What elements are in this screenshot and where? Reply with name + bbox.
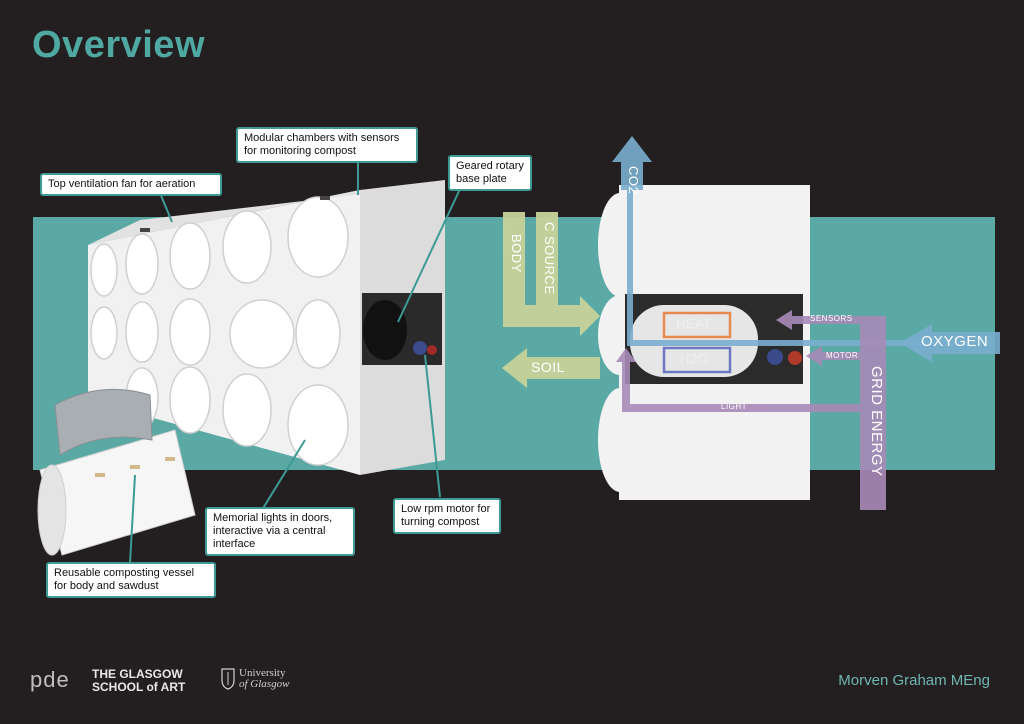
oxygen-arrow	[900, 324, 1000, 362]
uog-line1: University	[239, 667, 286, 679]
soil-label: SOIL	[531, 359, 565, 375]
gsa-line2: SCHOOL of ART	[92, 680, 186, 694]
callout-memorial-lights: Memorial lights in doors, interactive vi…	[205, 507, 355, 556]
light-label: LIGHT	[721, 402, 748, 411]
sensors-label: SENSORS	[810, 314, 853, 323]
gsa-logo: THE GLASGOW SCHOOL of ART	[92, 668, 185, 694]
soil-arrow	[502, 348, 600, 388]
gsa-line1: THE GLASGOW	[92, 667, 183, 681]
callout-low-rpm-motor: Low rpm motor for turning compost	[393, 498, 501, 534]
composting-vessel-illustration	[37, 388, 196, 556]
h2o-label: H2O	[680, 351, 709, 366]
body-label: BODY	[509, 234, 524, 273]
oxygen-label: OXYGEN	[921, 333, 989, 350]
author-name: Morven Graham MEng	[838, 672, 990, 689]
uog-crest-icon	[221, 668, 235, 690]
co2-label: CO2	[626, 166, 641, 195]
uog-line2: of Glasgow	[239, 678, 290, 690]
uog-logo: University of Glasgow	[221, 668, 289, 690]
callout-modular-chambers: Modular chambers with sensors for monito…	[236, 127, 418, 163]
callout-composting-vessel: Reusable composting vessel for body and …	[46, 562, 216, 598]
co2-arrow	[612, 136, 967, 346]
modular-unit-illustration	[88, 180, 445, 475]
motor-label: MOTOR	[826, 351, 859, 360]
pde-logo: pde	[30, 667, 70, 692]
callout-top-fan: Top ventilation fan for aeration	[40, 173, 222, 196]
callout-leaders	[129, 160, 461, 564]
grid-energy-arrows	[616, 310, 886, 510]
body-c-source-arrow	[503, 212, 600, 336]
page-title: Overview	[32, 24, 205, 66]
heat-label: HEAT	[676, 316, 712, 331]
grid-energy-label: GRID ENERGY	[868, 366, 885, 477]
callout-geared-base: Geared rotary base plate	[448, 155, 532, 191]
c-source-label: C SOURCE	[542, 222, 557, 295]
